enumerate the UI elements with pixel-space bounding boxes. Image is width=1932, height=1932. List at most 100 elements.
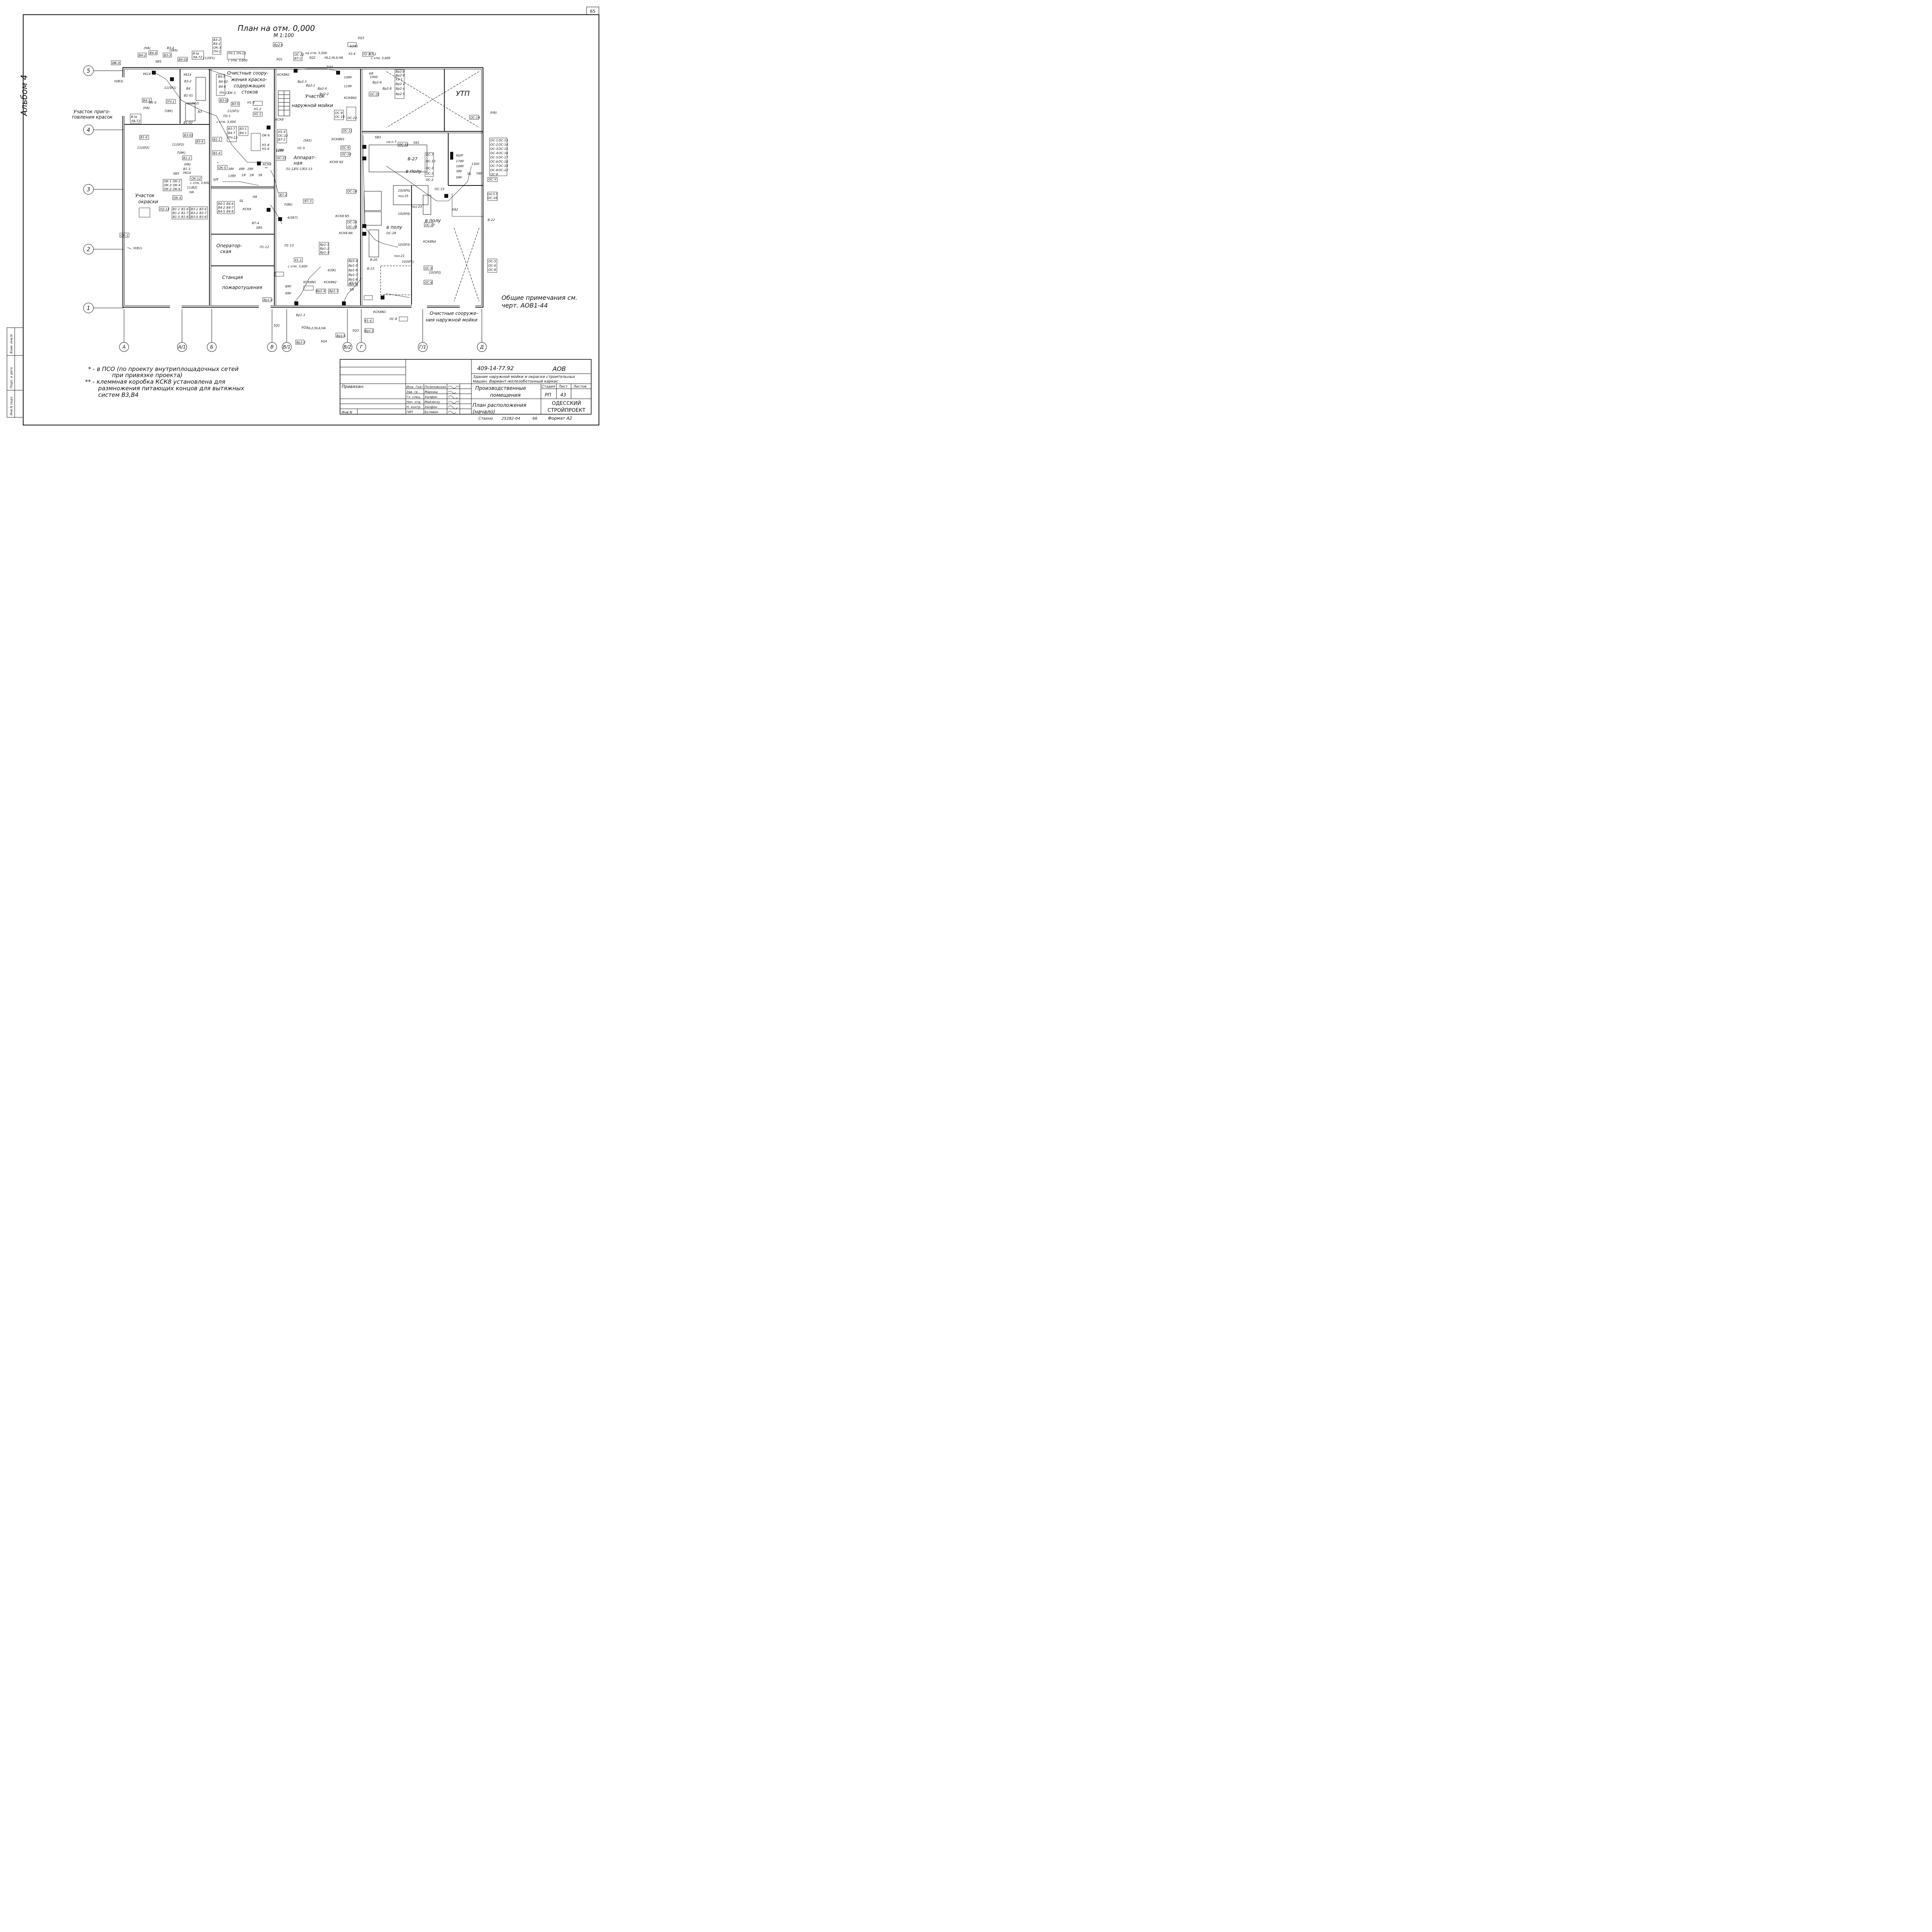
svg-text:У1-1: У1-1 [295,259,302,262]
svg-text:жения краско-: жения краско- [231,77,267,82]
svg-text:АОВ: АОВ [552,365,566,372]
svg-text:Н1-4: Н1-4 [278,130,286,134]
svg-text:УА1: УА1 [413,141,419,145]
svg-text:ОС-6: ОС-6 [488,264,496,267]
svg-text:12ЯУ: 12ЯУ [276,148,284,152]
axis-V1: В/1 [283,344,291,350]
svg-text:У614: У614 [183,171,191,175]
axis-A1: А/1 [178,344,186,350]
svg-text:SQ1: SQ1 [274,324,280,327]
axis-V: В [270,344,274,350]
general-note-1: Общие примечания см. [502,294,578,301]
svg-text:ШУ: ШУ [213,178,219,181]
svg-text:с отм. 3,600: с отм. 3,600 [288,265,308,268]
svg-text:В4-3: В4-3 [143,99,150,102]
svg-text:В4-1: В4-1 [218,202,225,206]
svg-text:Маркиш: Маркиш [425,390,438,394]
svg-text:ОС-13: ОС-13 [426,160,435,163]
svg-text:ОК-3: ОК-3 [228,91,236,95]
svg-text:Вр2-8: Вр2-8 [396,70,405,73]
svg-text:В1-5: В1-5 [173,215,180,219]
svg-text:В1-S: В1-S [149,101,156,104]
svg-text:при привязке проекта): при привязке проекта) [112,372,182,379]
svg-text:Вр2-8: Вр2-8 [383,87,392,90]
svg-text:В1-1: В1-1 [173,207,180,211]
svg-text:Вр2-9: Вр2-9 [372,81,382,84]
axis-V2: В/2 [344,344,351,350]
svg-text:Вр1-4: Вр1-4 [349,259,358,263]
equipment [185,77,431,295]
svg-text:10ЯУ: 10ЯУ [344,76,352,79]
svg-text:10(SP2): 10(SP2) [429,271,441,274]
svg-text:Стахно: Стахно [478,417,493,421]
svg-text:В3-01: В3-01 [184,134,193,137]
svg-text:Нач. отд.: Нач. отд. [406,400,421,404]
svg-text:КСК8N4: КСК8N4 [423,240,436,243]
svg-text:УА2: УА2 [452,208,458,211]
svg-text:КСК8: КСК8 [243,207,251,211]
svg-text:П2-13: П2-13 [303,167,312,171]
svg-text:в полу: в полу [425,218,441,223]
svg-text:ОС-5: ОС-5 [488,260,496,263]
svg-text:ОС-9: ОС-9 [490,173,498,176]
svg-text:В3-2: В3-2 [184,80,192,83]
svg-text:В3-6: В3-6 [199,207,207,211]
svg-text:В1-1: В1-1 [213,138,221,141]
svg-text:пожаротушения: пожаротушения [222,285,262,290]
axis-cols [119,309,487,352]
axis-D: Д [480,344,483,350]
svg-text:ОС-15: ОС-15 [498,147,508,151]
svg-text:ОК-4: ОК-4 [173,184,180,187]
svg-text:ПЧ-1: ПЧ-1 [228,52,235,55]
svg-text:Халфин: Халфин [424,395,437,399]
svg-text:SBS: SBS [256,226,262,230]
svg-text:ОС-17: ОС-17 [498,156,509,159]
svg-text:ОС-2: ОС-2 [490,143,498,146]
footnotes: * - в ПСО (по проекту внутриплощадочных … [85,366,244,398]
svg-text:1000: 1000 [370,75,378,79]
side-stamp: Инв.N подл. Подп. и дата Взам. инв.N [7,327,24,418]
svg-text:SQ2: SQ2 [301,326,308,329]
svg-text:Инв.N подл.: Инв.N подл. [10,396,13,415]
svg-text:ОК-1: ОК-1 [121,234,128,237]
svg-text:В1-6: В1-6 [140,136,148,139]
svg-text:**: ** [265,167,268,170]
axis-1: 1 [87,305,90,311]
svg-text:11(SP1): 11(SP1) [203,56,215,60]
svg-text:ОК-2: ОК-2 [164,187,172,191]
svg-text:П1-13: П1-13 [284,244,294,247]
svg-text:Вр2-9: Вр2-9 [396,74,405,77]
svg-text:с отм. 3,600: с отм. 3,600 [371,56,391,60]
svg-text:Вр1-1: Вр1-1 [320,243,329,247]
svg-text:ОС-18: ОС-18 [347,190,357,193]
svg-text:В3: В3 [198,110,202,114]
wiring [127,68,483,304]
svg-text:ОК-6: ОК-6 [173,187,180,191]
axis-G: Г [360,344,363,350]
svg-text:У614: У614 [143,72,151,76]
svg-text:** - клеммная коробка КСК8 уст: ** - клеммная коробка КСК8 установлена д… [85,378,225,385]
svg-text:В4-01: В4-01 [179,58,188,61]
svg-text:Вр1-4: Вр1-4 [316,289,325,293]
walls [122,67,483,308]
svg-text:Производственные: Производственные [475,386,526,391]
svg-text:ОС-1: ОС-1 [490,139,498,142]
axis-3: 3 [87,187,90,193]
svg-text:НL2,НL4,НА: НL2,НL4,НА [325,56,343,60]
svg-text:В1-02: В1-02 [184,121,193,124]
svg-text:В4-2: В4-2 [139,54,146,57]
svg-text:ОС-19: ОС-19 [347,221,357,224]
svg-text:Вр2-1: Вр2-1 [306,84,315,87]
svg-text:2ЯУ: 2ЯУ [247,167,254,171]
svg-text:помещения: помещения [490,393,520,398]
svg-text:В3-7: В3-7 [199,211,207,215]
svg-text:В4-8: В4-8 [226,210,234,213]
svg-text:ОС-5: ОС-5 [490,156,498,159]
svg-text:7ЯУ: 7ЯУ [476,172,483,175]
svg-text:ОК-3: ОК-3 [112,61,120,65]
svg-text:ОС-1: ОС-1 [426,172,434,175]
svg-text:В3-2: В3-2 [191,211,198,215]
svg-text:В7-4: В7-4 [252,221,259,225]
svg-text:Участок: Участок [305,94,325,99]
page-number-box [586,7,599,15]
